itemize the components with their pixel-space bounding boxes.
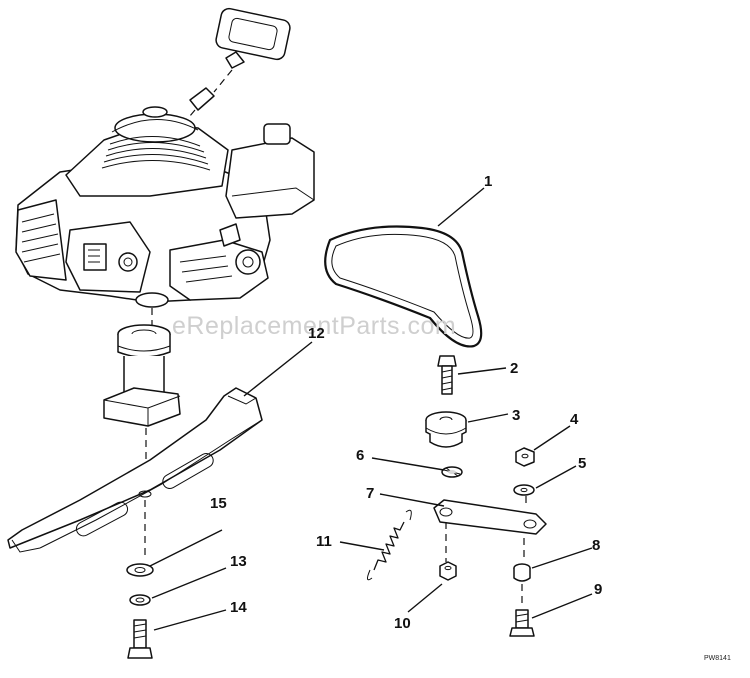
callout-1: 1: [484, 173, 492, 190]
callout-4: 4: [570, 411, 579, 428]
arm-nut-washer: [513, 447, 535, 496]
callout-5: 5: [578, 455, 586, 472]
tension-spring: [366, 509, 412, 581]
pulley-bolt: [437, 355, 457, 395]
callout-11: 11: [316, 533, 332, 550]
blade-adapter: [103, 324, 181, 490]
callout-3: 3: [512, 407, 520, 424]
callout-numbers: 1 2 3 4 5 6 7 8 9 10 11 12 15 13 14: [210, 173, 602, 632]
callout-13: 13: [230, 553, 247, 570]
watermark-text: eReplacementParts.com: [172, 312, 456, 340]
pivot-nut: [439, 561, 457, 581]
blade-hardware: [126, 563, 154, 659]
callout-9: 9: [594, 581, 602, 598]
callout-15: 15: [210, 495, 227, 512]
idler-pulley: [425, 411, 467, 448]
callout-2: 2: [510, 360, 518, 377]
callout-8: 8: [592, 537, 600, 554]
leader-lines: [149, 187, 593, 631]
callout-6: 6: [356, 447, 364, 464]
arm-spacer-bolt: [509, 563, 535, 637]
spacer-washer: [441, 466, 463, 478]
callout-12: 12: [308, 325, 325, 342]
callout-7: 7: [366, 485, 374, 502]
drive-belt: [324, 225, 483, 348]
dipstick: [177, 7, 291, 131]
engine-illustration: [15, 7, 315, 326]
drawing-code: PW8141: [704, 655, 731, 662]
callout-10: 10: [394, 615, 411, 632]
callout-14: 14: [230, 599, 247, 616]
mower-blade: [7, 387, 263, 560]
idler-arm: [433, 496, 547, 562]
